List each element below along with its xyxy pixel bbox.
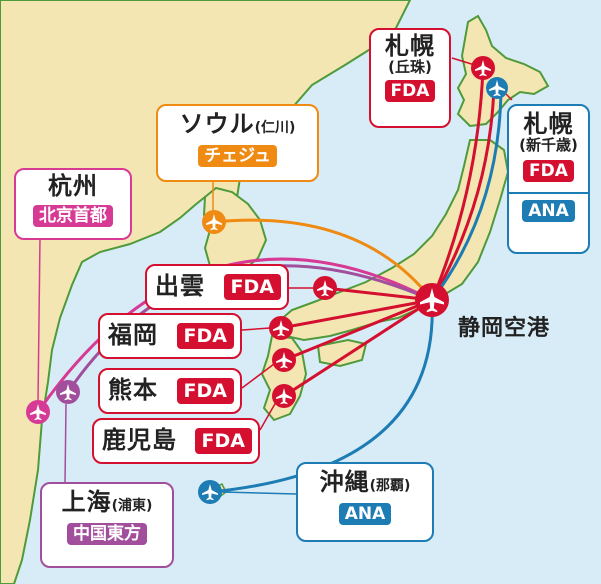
airline-badge: FDA bbox=[176, 323, 234, 349]
destination-name: 札幌 bbox=[385, 32, 435, 60]
land-shikoku bbox=[316, 338, 368, 368]
airline-badge: FDA bbox=[176, 378, 234, 404]
airplane-icon bbox=[202, 210, 226, 234]
airplane-icon bbox=[272, 348, 296, 372]
routes bbox=[36, 67, 503, 494]
destination-airport: (丘珠) bbox=[388, 58, 432, 77]
route-sapporo-chitose-ana bbox=[430, 87, 503, 301]
callout-hangzhou: 杭州 北京首都 bbox=[14, 168, 132, 240]
airplane-icon bbox=[198, 480, 222, 504]
pointer-kagoshima bbox=[259, 401, 277, 431]
callout-fukuoka: 福岡 FDA bbox=[98, 313, 242, 359]
route-sapporo-okadama bbox=[430, 67, 485, 301]
callout-okinawa: 沖縄(那覇) ANA bbox=[296, 462, 434, 542]
callout-pointers bbox=[37, 57, 513, 495]
callout-sapporo-okadama: 札幌 (丘珠) FDA bbox=[369, 28, 451, 128]
airline-badge: FDA bbox=[194, 428, 252, 454]
airplane-icon bbox=[56, 380, 80, 404]
pointer-shanghai bbox=[64, 403, 67, 485]
airline-badge: ANA bbox=[338, 503, 392, 526]
route-kumamoto bbox=[283, 298, 433, 362]
destination-airport: (仁川) bbox=[254, 120, 296, 136]
destination-airport: (新千歳) bbox=[519, 136, 578, 155]
pointer-fukuoka bbox=[241, 327, 271, 331]
pointer-hangzhou bbox=[37, 237, 41, 403]
destination-name: 杭州 bbox=[48, 172, 98, 200]
airline-badge: チェジュ bbox=[198, 145, 277, 168]
route-okinawa bbox=[209, 299, 434, 494]
airline-badge: FDA bbox=[384, 79, 436, 102]
airplane-icon bbox=[272, 384, 296, 408]
hub-label: 静岡空港 bbox=[458, 316, 551, 341]
land-honshu bbox=[276, 139, 510, 342]
destination-name: 上海 bbox=[61, 488, 112, 516]
route-sapporo-chitose-fda bbox=[430, 85, 496, 301]
airline-badge: FDA bbox=[223, 274, 281, 300]
destination-name: 出雲 bbox=[155, 272, 205, 301]
pointer-kumamoto bbox=[241, 363, 275, 389]
callout-shanghai: 上海(浦東) 中国東方 bbox=[40, 482, 174, 568]
callout-kagoshima: 鹿児島 FDA bbox=[92, 418, 260, 464]
route-fukuoka bbox=[280, 298, 433, 330]
callout-seoul: ソウル(仁川) チェジュ bbox=[156, 104, 319, 182]
destination-name: 鹿児島 bbox=[102, 426, 177, 455]
airplane-icon bbox=[415, 283, 449, 317]
airline-badge: ANA bbox=[522, 199, 575, 222]
pointer-okinawa bbox=[221, 491, 297, 495]
destination-name: ソウル bbox=[179, 110, 255, 138]
destination-airport: (浦東) bbox=[111, 498, 153, 514]
airline-badge: 北京首都 bbox=[33, 205, 113, 228]
callout-kumamoto: 熊本 FDA bbox=[98, 368, 242, 414]
route-kagoshima bbox=[283, 298, 433, 398]
destination-name: 札幌 bbox=[523, 110, 574, 138]
destination-airport: (那覇) bbox=[369, 478, 411, 494]
airplane-icon bbox=[26, 400, 50, 424]
airport-markers bbox=[26, 56, 508, 504]
callout-sapporo-chitose: 札幌 (新千歳) FDA ANA bbox=[507, 104, 590, 254]
destination-name: 熊本 bbox=[108, 376, 158, 405]
airline-badge: 中国東方 bbox=[67, 523, 147, 546]
land-asia-mainland bbox=[0, 0, 412, 584]
airplane-icon bbox=[313, 276, 337, 300]
destination-name: 沖縄 bbox=[319, 468, 370, 496]
callout-izumo: 出雲 FDA bbox=[145, 264, 289, 310]
route-seoul bbox=[213, 218, 434, 301]
route-izumo bbox=[324, 286, 433, 302]
airplane-icon bbox=[269, 316, 293, 340]
destination-name: 福岡 bbox=[108, 321, 158, 350]
airplane-icon bbox=[486, 77, 508, 99]
airline-badge: FDA bbox=[523, 159, 574, 182]
airplane-icon bbox=[471, 56, 495, 80]
